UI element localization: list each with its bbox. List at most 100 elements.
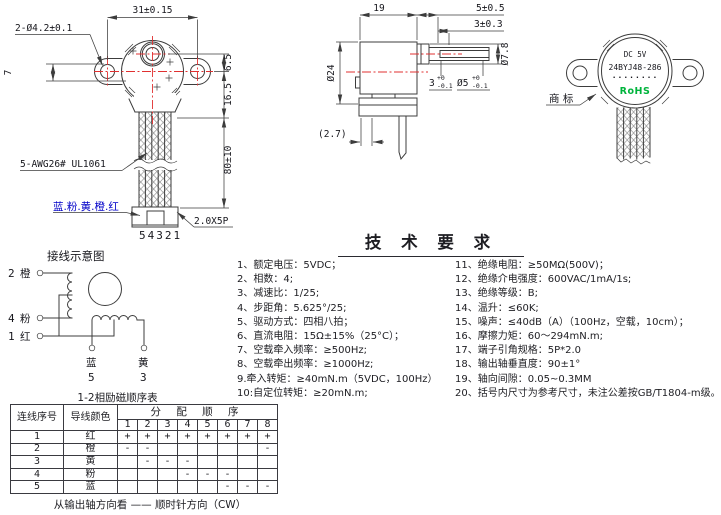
dim-mount-holes: 2-Ø4.2±0.1 — [15, 23, 72, 34]
header-sequence: 分 配 顺 序 — [116, 404, 279, 420]
table-row: 5 蓝 - - - — [10, 480, 279, 494]
tech-requirements-right: 11、绝缘电阻：≥50MΩ(500V)； 12、绝缘介电强度：600VAC/1m… — [455, 259, 721, 401]
seq-cell: - — [177, 467, 198, 482]
seq-cell: + — [256, 430, 279, 444]
seq-cell — [157, 480, 178, 494]
seq-cell: - — [157, 455, 178, 469]
tech-item: 12、绝缘介电强度：600VAC/1mA/1s; — [455, 274, 632, 286]
seq-cell — [137, 480, 158, 494]
tech-item: 2、相数：4; — [237, 274, 294, 286]
seq-cell — [137, 467, 158, 482]
seq-cell — [157, 442, 178, 457]
terminal-2-number: 2 — [8, 267, 15, 280]
tech-item: 6、直流电阻：15Ω±15%（25°C）； — [237, 330, 405, 342]
wire-color: 粉 — [63, 467, 118, 482]
label-model: 24BYJ48-286 — [609, 63, 662, 72]
tech-item: 9.牵入转矩：≥40mN.m（5VDC，100Hz） — [237, 373, 438, 385]
tech-item: 14、温升：≤60K; — [455, 302, 539, 314]
mount-hole-right — [682, 65, 698, 81]
terminal-3-color: 黄 — [138, 356, 149, 369]
sequence-table-title: 1-2相励磁顺序表 — [77, 392, 158, 404]
seq-cell: - — [177, 455, 198, 469]
step: 1 — [117, 419, 138, 431]
step: 7 — [237, 419, 258, 431]
seq-cell — [217, 442, 238, 457]
seq-cell — [117, 480, 138, 494]
seq-cell: + — [177, 430, 198, 444]
front-view-drawing: 31±0.15 2-Ø4.2±0.1 7 6.5 16.5 80±10 5-AW… — [3, 5, 234, 242]
seq-cell — [157, 467, 178, 482]
wiring-circuit — [42, 272, 145, 346]
tech-item: 20、括号内尺寸为参考尺寸，未注公差按GB/T1804-m级。 — [455, 387, 721, 399]
step: 6 — [217, 419, 238, 431]
step: 4 — [177, 419, 198, 431]
cable-break — [134, 160, 176, 170]
face-crimp-marks — [600, 39, 670, 105]
pin-numbers-label: 54321 — [139, 229, 182, 242]
seq-cell: + — [217, 430, 238, 444]
dim-offset-7: 7 — [3, 70, 14, 76]
tech-item: 19、轴向间隙：0.05~0.3MM — [455, 373, 592, 385]
table-row: 2 橙 - - - — [10, 442, 279, 457]
wire-colors-label: 蓝.粉.黄.橙.红 — [53, 200, 119, 213]
dim-boss-dia: Ø7.8 — [500, 42, 511, 65]
trademark-label: 商 标 — [549, 92, 574, 105]
step: 8 — [256, 419, 279, 431]
wire-color: 红 — [63, 430, 118, 444]
tech-item: 3、减速比：1/25; — [237, 288, 320, 300]
wiring-title: 接线示意图 — [47, 249, 105, 263]
label-voltage: DC 5V — [624, 50, 647, 59]
face-ribbon-hatch — [617, 107, 650, 158]
wire-no: 4 — [10, 467, 64, 482]
seq-cell: + — [117, 430, 138, 444]
seq-cell — [237, 455, 258, 469]
seq-cell: + — [137, 430, 158, 444]
seq-cell: - — [197, 467, 218, 482]
seq-cell — [256, 455, 279, 469]
coil-b — [91, 315, 138, 321]
header-wire-no: 连线序号 — [10, 404, 64, 431]
tech-item: 5、驱动方式：四相八拍； — [237, 316, 354, 328]
tech-item: 15、噪声：≤40dB（A）（100Hz，空载，10cm）； — [455, 316, 689, 328]
tech-item: 13、绝缘等级：B; — [455, 288, 538, 300]
seq-cell: - — [117, 442, 138, 457]
tech-item: 18、输出轴垂直度：90±1° — [455, 359, 581, 371]
wire-no: 1 — [10, 430, 64, 444]
wire-color: 橙 — [63, 442, 118, 457]
seq-cell: - — [256, 480, 279, 494]
dim-6-5: 6.5 — [223, 54, 234, 71]
seq-cell: - — [217, 467, 238, 482]
terminal-tab — [398, 115, 407, 161]
mount-hole-left — [572, 65, 588, 81]
table-row: 4 粉 - - - — [10, 467, 279, 482]
seq-cell — [237, 467, 258, 482]
seq-cell — [256, 467, 279, 482]
side-dimension-lines — [336, 12, 504, 146]
wire-no: 2 — [10, 442, 64, 457]
tech-requirements-left: 1、额定电压：5VDC； 2、相数：4; 3、减速比：1/25; 4、步距角：5… — [237, 259, 455, 401]
coil-a — [67, 272, 73, 319]
table-row: 1 红 + + + + + + + + — [10, 430, 279, 444]
dim-width-top: 31±0.15 — [132, 5, 172, 16]
seq-cell: - — [256, 442, 279, 457]
step: 5 — [197, 419, 218, 431]
wire-spec-label: 5-AWG26# UL1061 — [20, 159, 106, 170]
terminal-2-color: 橙 — [20, 267, 31, 280]
seq-cell — [117, 467, 138, 482]
seq-cell — [197, 455, 218, 469]
motor-face-outline — [566, 33, 704, 109]
ribbon-cable-hatch — [139, 112, 171, 207]
wire-color: 黄 — [63, 455, 118, 469]
seq-cell: + — [157, 430, 178, 444]
table-row: 3 黄 - - - — [10, 455, 279, 469]
seq-cell — [197, 480, 218, 494]
seq-cell: + — [197, 430, 218, 444]
connector-spec-label: 2.0X5P — [194, 216, 229, 227]
header-wire-color: 导线颜色 — [63, 404, 118, 431]
seq-cell — [217, 455, 238, 469]
tech-item: 10:自定位转矩：≥20mN.m; — [237, 387, 368, 399]
rotation-direction-note: 从输出轴方向看 —— 顺时针方向（CW） — [53, 499, 247, 511]
tech-item: 4、步距角：5.625°/25; — [237, 302, 347, 314]
rotor-symbol — [88, 272, 122, 306]
